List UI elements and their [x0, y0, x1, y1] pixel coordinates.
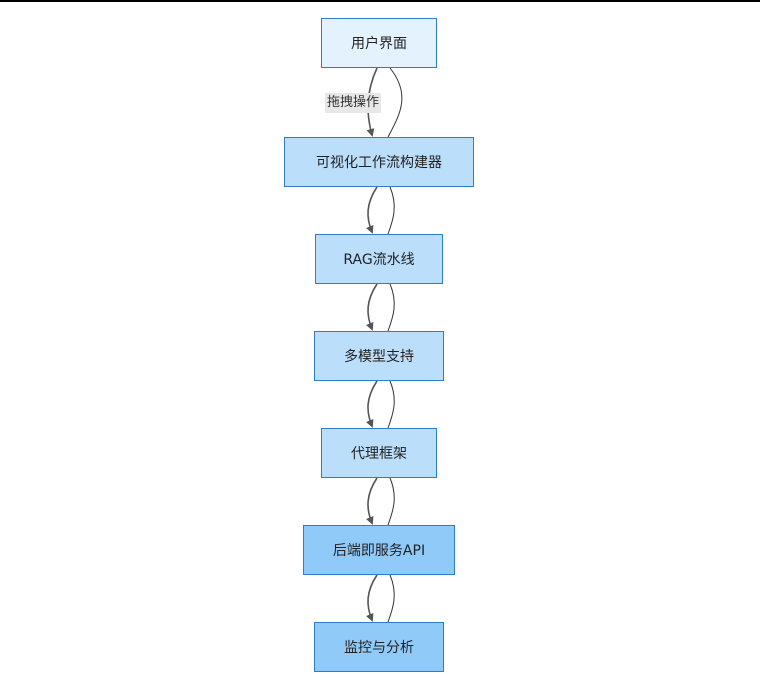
edge-arrow-builder-rag	[366, 186, 378, 234]
node-backend: 后端即服务API	[303, 525, 455, 575]
edge-arrow-models-agent	[366, 380, 378, 428]
node-models: 多模型支持	[314, 331, 444, 381]
edge-return-models-rag	[387, 283, 395, 332]
node-ui: 用户界面	[321, 18, 437, 68]
edge-return-agent-models	[387, 380, 395, 429]
edge-label-drag-operation: 拖拽操作	[325, 93, 382, 113]
node-agent: 代理框架	[321, 428, 437, 478]
node-rag: RAG流水线	[315, 234, 443, 284]
node-builder: 可视化工作流构建器	[284, 137, 474, 187]
edge-return-rag-builder	[387, 186, 395, 235]
edge-arrow-agent-backend	[366, 477, 378, 525]
edge-return-backend-agent	[387, 477, 395, 526]
edge-return-builder-ui	[387, 67, 403, 138]
edge-arrow-rag-models	[366, 283, 378, 331]
node-monitor: 监控与分析	[314, 622, 444, 672]
top-rule	[0, 0, 760, 2]
edge-arrow-backend-monitor	[366, 574, 378, 622]
edge-return-monitor-backend	[387, 574, 395, 623]
